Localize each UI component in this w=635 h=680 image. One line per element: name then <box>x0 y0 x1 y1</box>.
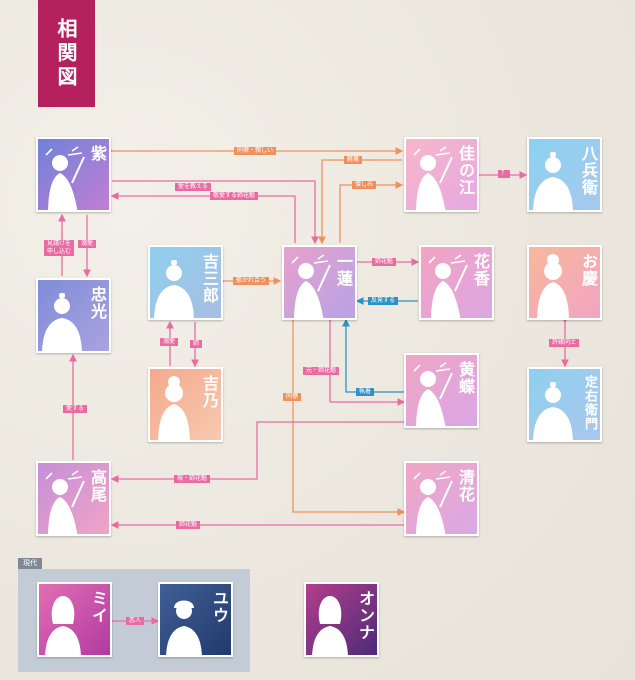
label-keibetsu: 軽蔑 <box>344 156 363 164</box>
card-murasaki[interactable]: 紫 <box>36 137 111 212</box>
character-name: 定右衛門 <box>582 375 597 431</box>
page-title: 相関図 <box>38 0 95 107</box>
line-ichiren-kanoe-hate <box>339 181 404 243</box>
silhouette-icon <box>291 254 331 318</box>
label-hikareau: 惹かれ合う <box>233 277 270 285</box>
silhouette-icon <box>413 470 453 534</box>
line-ichiren-kiyoka <box>289 313 406 516</box>
card-kocho[interactable]: 黄蝶 <box>404 353 479 428</box>
silhouette-icon <box>45 596 81 655</box>
label-moto-aneoiran: 元・姉花魁 <box>303 367 340 375</box>
silhouette-icon <box>413 362 453 426</box>
label-iinazuke: 許嫁同士 <box>549 339 580 347</box>
card-kichisaburo[interactable]: 吉三郎 <box>148 245 223 320</box>
label-doryo: 同僚 <box>283 393 302 401</box>
character-name: ユウ <box>210 590 229 624</box>
label-ai-wo-oshieru: 愛を教える <box>175 183 211 191</box>
character-name: オンナ <box>356 590 375 641</box>
label-migawari: 見請けを 申し込む <box>44 240 75 256</box>
line-ichiren-murasaki <box>110 192 296 243</box>
silhouette-icon <box>45 470 85 534</box>
character-name: 佳の江 <box>456 145 475 196</box>
silhouette-icon <box>533 152 573 210</box>
character-name: 紫 <box>88 145 107 162</box>
card-ichiren[interactable]: 一蓮 <box>282 245 357 320</box>
character-name: 八兵衛 <box>579 145 598 196</box>
silhouette-icon <box>45 146 85 210</box>
label-ane: 姉 <box>190 340 203 348</box>
card-takao[interactable]: 高尾 <box>36 461 111 536</box>
silhouette-icon <box>158 376 190 440</box>
label-doryo-shitashii: 同僚・親しい <box>234 147 277 155</box>
card-hachibee[interactable]: 八兵衛 <box>527 137 602 212</box>
label-aisuru-anekagen: 敬愛する姉花魁 <box>210 192 259 200</box>
label-question: ？ <box>498 170 511 178</box>
card-mii[interactable]: ミイ <box>37 582 112 657</box>
label-aneoiran-2: 姉花魁 <box>176 521 201 529</box>
line-kocho-ichiren <box>342 318 404 393</box>
label-aisuru: 愛する <box>63 405 88 413</box>
character-name: 花香 <box>471 253 490 287</box>
label-dekiai: 溺愛 <box>160 338 179 346</box>
line-kanoe-ichiren-scorn <box>318 159 402 245</box>
character-name: 高尾 <box>88 469 107 503</box>
card-kanoe[interactable]: 佳の江 <box>404 137 479 212</box>
silhouette-icon <box>42 293 82 351</box>
character-name: 吉乃 <box>200 375 219 409</box>
label-koibito: 恋人 <box>126 617 145 625</box>
character-name: お慶 <box>579 253 598 287</box>
line-murasaki-ichiren-love <box>112 180 319 245</box>
silhouette-icon <box>533 382 573 440</box>
modern-section-tag: 現代 <box>18 558 42 569</box>
card-okei[interactable]: お慶 <box>527 245 602 320</box>
character-name: 清花 <box>456 469 475 503</box>
label-hanpatsu: 反発する <box>368 297 399 305</box>
label-gen-aneoiran: 現・姉花魁 <box>174 475 211 483</box>
character-name: 忠光 <box>88 286 107 320</box>
card-onna[interactable]: オンナ <box>304 582 379 657</box>
card-yuu[interactable]: ユウ <box>158 582 233 657</box>
character-name: 一蓮 <box>334 253 353 287</box>
silhouette-icon <box>312 596 348 655</box>
silhouette-icon <box>537 254 569 318</box>
character-name: ミイ <box>89 590 108 624</box>
label-shuchaku: 執着 <box>356 388 375 396</box>
card-sadaemon[interactable]: 定右衛門 <box>527 367 602 442</box>
character-name: 吉三郎 <box>200 253 219 304</box>
card-kichino[interactable]: 吉乃 <box>148 367 223 442</box>
silhouette-icon <box>154 260 194 318</box>
card-kiyoka[interactable]: 清花 <box>404 461 479 536</box>
silhouette-icon <box>413 146 453 210</box>
card-hanaka[interactable]: 花香 <box>419 245 494 320</box>
card-tadamitsu[interactable]: 忠光 <box>36 278 111 353</box>
character-name: 黄蝶 <box>456 361 475 395</box>
label-aneoiran-1: 姉花魁 <box>372 258 397 266</box>
label-gaisai: 溺愛 <box>78 240 97 248</box>
silhouette-icon <box>166 600 202 655</box>
silhouette-icon <box>428 254 468 318</box>
label-kurushimi: 憎しみ <box>352 181 377 189</box>
